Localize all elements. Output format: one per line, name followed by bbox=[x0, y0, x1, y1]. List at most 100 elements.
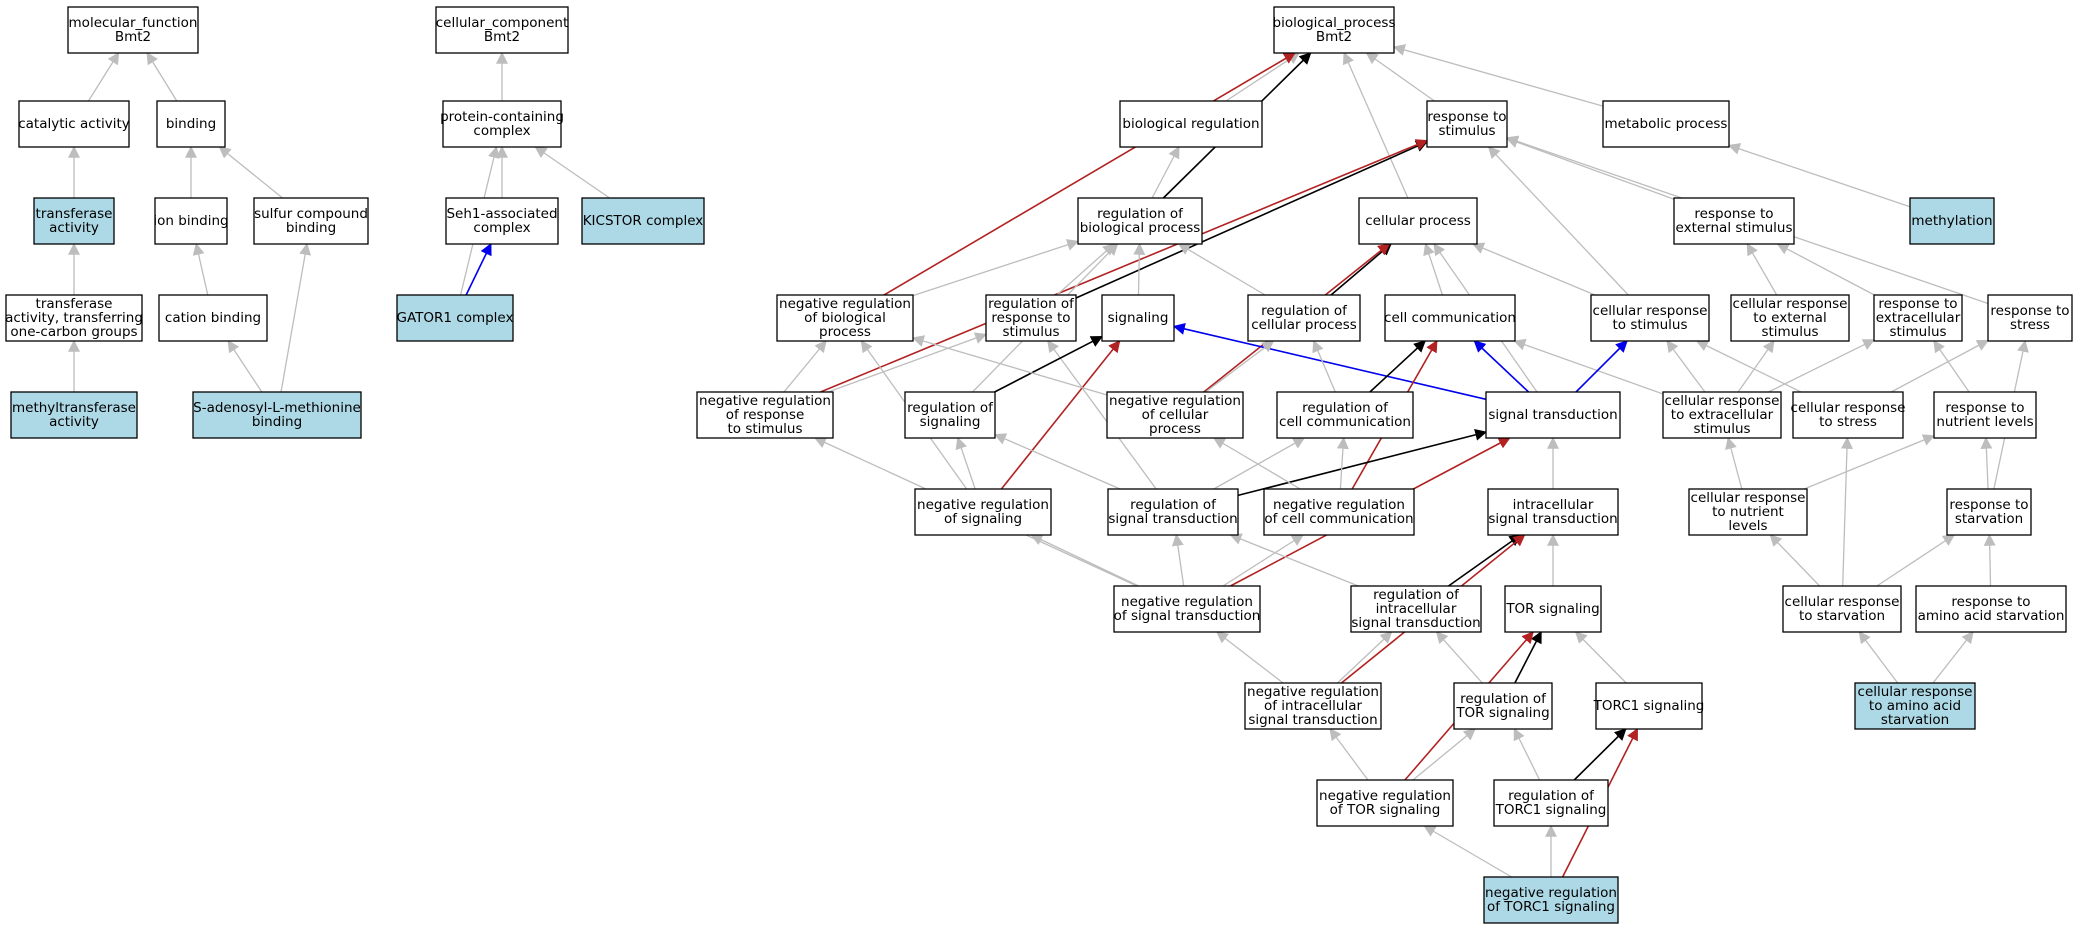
edge-neg_reg_cell_comm-to-reg_cell_comm bbox=[1336, 436, 1349, 490]
edge-neg_reg_signaling-to-signaling bbox=[1000, 340, 1121, 490]
node-cation-binding[interactable]: cation binding bbox=[158, 294, 268, 342]
node-kicstor[interactable]: KICSTOR complex bbox=[581, 197, 705, 245]
node-label: biological_process bbox=[1273, 15, 1396, 31]
node-box bbox=[445, 197, 559, 245]
node-gator1[interactable]: GATOR1 complex bbox=[396, 294, 514, 342]
node-box bbox=[1107, 488, 1239, 536]
node-label: TORC1 signaling bbox=[1495, 802, 1607, 818]
node-binding[interactable]: binding bbox=[156, 100, 226, 148]
node-cell-comm[interactable]: cell communication bbox=[1384, 294, 1516, 342]
node-box bbox=[914, 488, 1052, 536]
node-torc1-signaling[interactable]: TORC1 signaling bbox=[1593, 682, 1705, 730]
edge-reg_signaling-to-signaling bbox=[994, 335, 1104, 393]
node-label: transferase bbox=[36, 296, 113, 312]
node-tor-signaling[interactable]: TOR signaling bbox=[1504, 585, 1602, 633]
node-label: signal transduction bbox=[1488, 407, 1617, 423]
node-methylation[interactable]: methylation bbox=[1909, 197, 1995, 245]
edge-cation_binding-to-ion_binding bbox=[192, 242, 209, 296]
edge-sam_binding-to-sulfur bbox=[280, 242, 312, 393]
node-box bbox=[1730, 294, 1850, 342]
edge-resp_starvation-to-resp_nutrient bbox=[1980, 436, 1993, 490]
node-label: starvation bbox=[1881, 712, 1949, 728]
node-label: cellular process bbox=[1251, 317, 1357, 333]
node-box bbox=[696, 391, 834, 439]
node-label: to stimulus bbox=[1613, 317, 1688, 333]
node-box bbox=[10, 391, 138, 439]
node-sig-trans[interactable]: signal transduction bbox=[1485, 391, 1621, 439]
edge-gator1-to-seh1 bbox=[465, 242, 492, 296]
node-box bbox=[1933, 391, 2037, 439]
node-label: signal transduction bbox=[1108, 511, 1237, 527]
node-label: binding bbox=[166, 116, 216, 132]
edge-neg_reg_bp-to-bp bbox=[883, 52, 1296, 296]
edge-cell_resp_nutrient-to-cell_resp_extracell_stim bbox=[1725, 436, 1743, 490]
edge-cell_resp_extracell_stim-to-cell_resp_stim bbox=[1666, 340, 1706, 393]
node-label: binding bbox=[286, 220, 336, 236]
edge-resp_stim-to-bp bbox=[1365, 52, 1435, 102]
node-label: of signal transduction bbox=[1114, 608, 1261, 624]
node-ion-binding[interactable]: ion binding bbox=[153, 197, 229, 245]
node-box bbox=[1909, 197, 1995, 245]
edge-reg_cell_comm-to-cell_comm bbox=[1369, 340, 1426, 393]
edge-reg_sig_trans-to-sig_trans bbox=[1237, 428, 1488, 497]
edge-reg_sig_trans-to-reg_signaling bbox=[993, 433, 1121, 490]
node-label: to stimulus bbox=[728, 421, 803, 437]
edge-reg_torc1_signaling-to-torc1_signaling bbox=[1573, 728, 1627, 781]
node-signaling[interactable]: signaling bbox=[1101, 294, 1175, 342]
node-box bbox=[33, 197, 115, 245]
node-label: TOR signaling bbox=[1455, 705, 1549, 721]
edge-neg_reg_sig_trans-to-neg_reg_signaling bbox=[1030, 534, 1139, 587]
edge-neg_reg_tor_signaling-to-reg_tor_signaling bbox=[1412, 728, 1476, 781]
node-label: negative regulation bbox=[699, 393, 831, 409]
node-catalytic[interactable]: catalytic activity bbox=[18, 100, 130, 148]
edge-neg_reg_signaling-to-reg_signaling bbox=[955, 436, 976, 490]
node-metabolic[interactable]: metabolic process bbox=[1602, 100, 1730, 148]
node-cell-proc[interactable]: cellular process bbox=[1358, 197, 1478, 245]
node-box bbox=[1590, 294, 1710, 342]
node-bio-reg[interactable]: biological regulation bbox=[1119, 100, 1263, 148]
